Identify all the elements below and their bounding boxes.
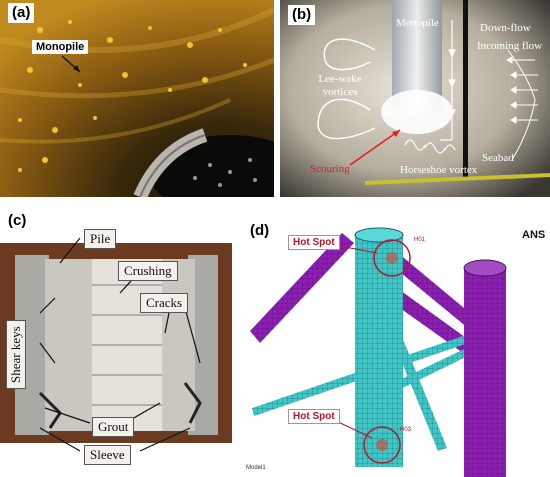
panel-c-photo: (c) Pile Crushing Cracks Shear keys Grou… xyxy=(0,213,232,477)
panel-a-label: (a) xyxy=(8,3,35,23)
crushing-label: Crushing xyxy=(118,261,178,281)
node-bottom-label: H03 xyxy=(400,427,412,433)
cracks-label: Cracks xyxy=(140,293,189,313)
monopile-label: Monopile xyxy=(396,17,439,29)
model-footer: Model1 xyxy=(246,465,266,471)
down-flow-label: Down-flow xyxy=(480,22,531,34)
grouted-connection-image xyxy=(0,213,232,477)
monopile-annotation: Monopile xyxy=(32,40,89,54)
panel-b-label: (b) xyxy=(288,5,316,25)
incoming-flow-label: Incoming flow xyxy=(477,40,543,52)
ansys-logo: ANS xyxy=(522,229,546,241)
scouring-label: Scouring xyxy=(310,163,350,175)
panel-c-label: (c) xyxy=(4,213,31,231)
seabed-label: Seabad xyxy=(482,152,514,164)
grout-label: Grout xyxy=(92,417,135,437)
monopile-interior-image xyxy=(0,0,274,197)
pile-label: Pile xyxy=(84,229,117,249)
hot-spot-bottom-label: Hot Spot xyxy=(288,409,340,424)
shear-keys-label: Shear keys xyxy=(6,320,26,389)
horseshoe-label: Horseshoe vortex xyxy=(400,164,478,176)
hot-spot-top-label: Hot Spot xyxy=(288,235,340,250)
panel-a-photo: (a) Monopile xyxy=(0,0,274,197)
panel-b-photo: (b) Monopile Down-flow Incoming flow Lee… xyxy=(280,0,550,197)
sleeve-label: Sleeve xyxy=(84,445,131,465)
lee-wake-label: Lee-wake vortices xyxy=(318,73,362,98)
node-top-label: H01 xyxy=(414,237,426,243)
fea-mesh-image xyxy=(242,213,550,477)
panel-d-fea: (d) Hot Spot Hot Spot H01 H03 ANS Model1 xyxy=(242,213,550,477)
panel-d-label: (d) xyxy=(246,221,274,241)
scour-diagram-image xyxy=(280,0,550,197)
